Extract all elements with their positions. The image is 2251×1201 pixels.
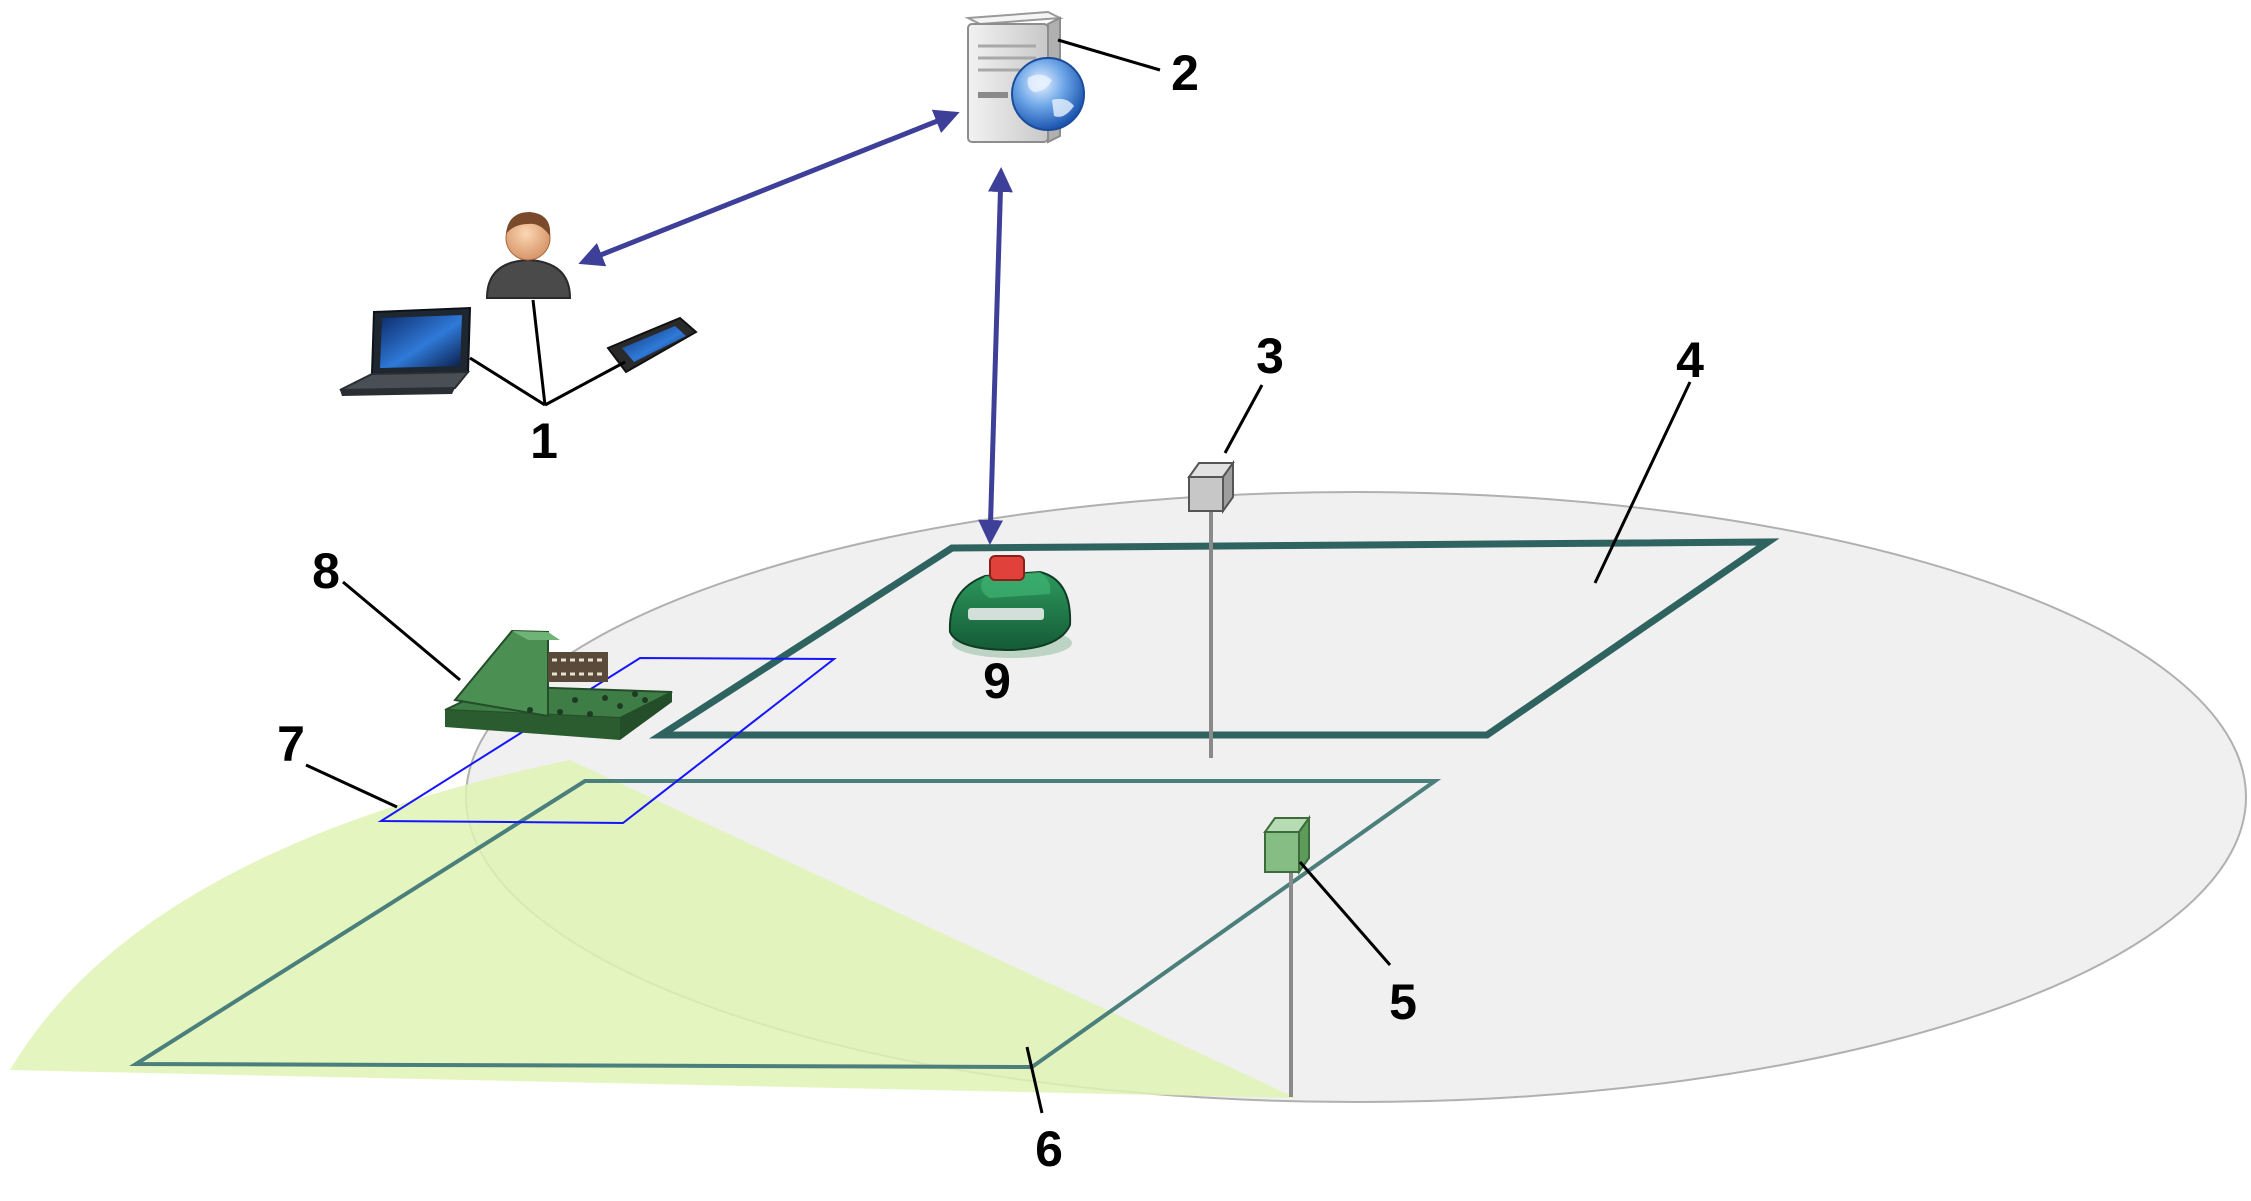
lawn-area-label: 4: [1676, 332, 1704, 388]
callout-leaders: [305, 38, 1692, 1114]
coverage-boundary-label: 6: [1035, 1121, 1063, 1177]
dock-boundary: [377, 656, 837, 825]
robotic-mower-icon: [948, 555, 1072, 658]
mower-label: 9: [983, 653, 1011, 709]
charging-station-label: 8: [312, 543, 340, 599]
sensor-gray: [1187, 459, 1235, 758]
dock-boundary-label: 7: [277, 716, 305, 772]
devices-leader-lines: [469, 299, 626, 407]
sensor-box-icon: [1264, 831, 1300, 873]
sensor-gray-label: 3: [1256, 328, 1284, 384]
server-mower-link: [978, 167, 1013, 545]
devices-label: 1: [530, 413, 558, 469]
charging-station-icon: [444, 629, 673, 740]
sensor-green-label: 5: [1389, 974, 1417, 1030]
laptop-icon: [339, 306, 472, 396]
sensor-box-icon: [1188, 476, 1224, 512]
coverage-region: [10, 760, 1296, 1098]
sensor-green: [1263, 814, 1311, 1097]
work-area-boundary: [649, 538, 1780, 739]
user-server-link: [578, 109, 960, 267]
user-icon: [485, 212, 572, 299]
server-label: 2: [1171, 45, 1199, 101]
server-globe-icon: [964, 10, 1085, 144]
